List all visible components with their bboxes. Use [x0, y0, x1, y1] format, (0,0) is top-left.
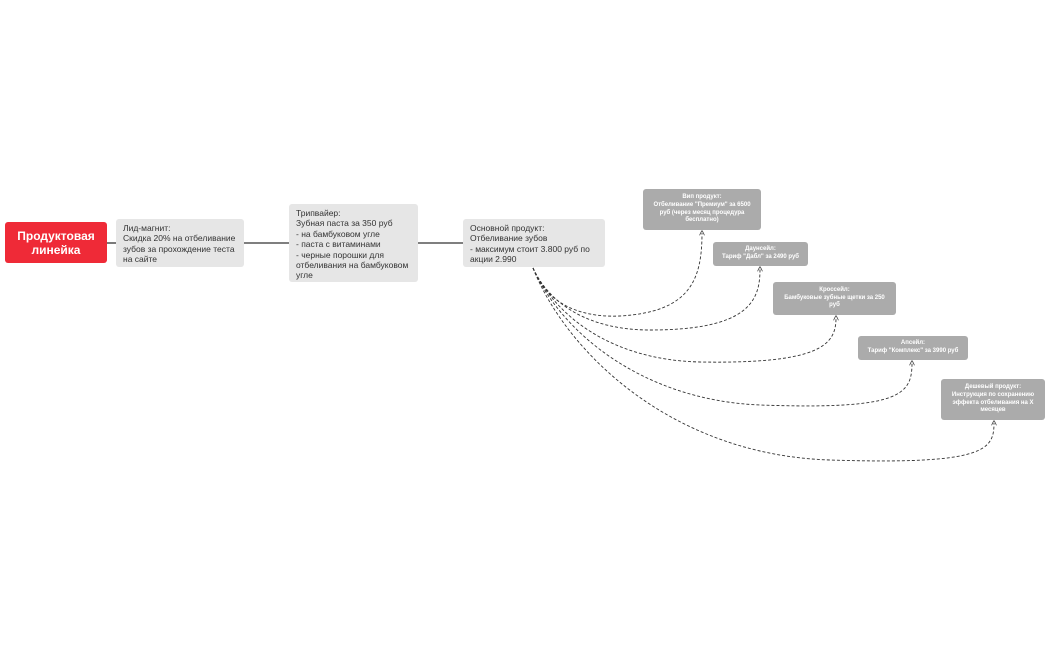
node-vip-product[interactable]: Вип продукт: Отбеливание "Премиум" за 65…: [643, 189, 761, 230]
node-cross-sell[interactable]: Кроссейл: Бамбуковые зубные щетки за 250…: [773, 282, 896, 315]
node-core-product[interactable]: Основной продукт: Отбеливание зубов - ма…: [463, 219, 605, 267]
node-tripwire[interactable]: Трипвайер: Зубная паста за 350 руб - на …: [289, 204, 418, 282]
node-lead-magnet[interactable]: Лид-магнит: Скидка 20% на отбеливание зу…: [116, 219, 244, 267]
node-upsell[interactable]: Апсейл: Тариф "Комплекс" за 3990 руб: [858, 336, 968, 360]
connector-core-cheap: [532, 267, 994, 462]
node-downsell[interactable]: Даунсейл: Тариф "Дабл" за 2490 руб: [713, 242, 808, 266]
connector-core-down: [532, 268, 760, 331]
root-node-product-line[interactable]: Продуктовая линейка: [5, 222, 107, 263]
node-cheap-product[interactable]: Дешевый продукт: Инструкция по сохранени…: [941, 379, 1045, 420]
